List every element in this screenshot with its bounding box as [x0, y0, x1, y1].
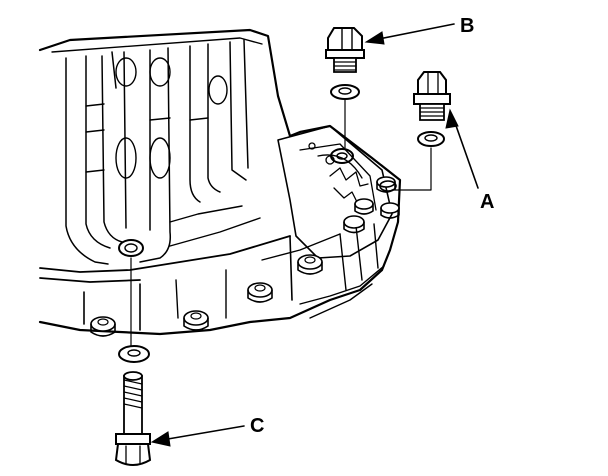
drain-port	[118, 239, 144, 257]
case-bolt	[183, 310, 209, 331]
sensor-port	[379, 180, 397, 192]
case-bolt	[380, 202, 400, 219]
washer-c	[118, 345, 150, 363]
callout-arrow-c	[150, 425, 245, 447]
fill-port	[330, 148, 354, 164]
plug-a	[413, 71, 451, 121]
case-bolt	[247, 282, 273, 303]
bolt-c	[114, 371, 152, 466]
callout-label-a: A	[480, 191, 494, 213]
washer-b	[330, 84, 360, 100]
plug-b	[325, 27, 365, 73]
case-bolts	[90, 176, 400, 337]
case-bolt	[90, 316, 116, 337]
case-bolt	[354, 198, 374, 215]
transmission-housing	[38, 28, 402, 336]
callout-label-c: C	[250, 415, 264, 437]
callout-label-b: B	[460, 15, 474, 37]
case-bolt	[297, 254, 323, 275]
callout-arrow-a	[445, 108, 479, 189]
leader-a	[391, 147, 432, 191]
washer-a	[417, 131, 445, 147]
callout-arrow-b	[364, 23, 455, 45]
case-bolt	[343, 215, 365, 234]
